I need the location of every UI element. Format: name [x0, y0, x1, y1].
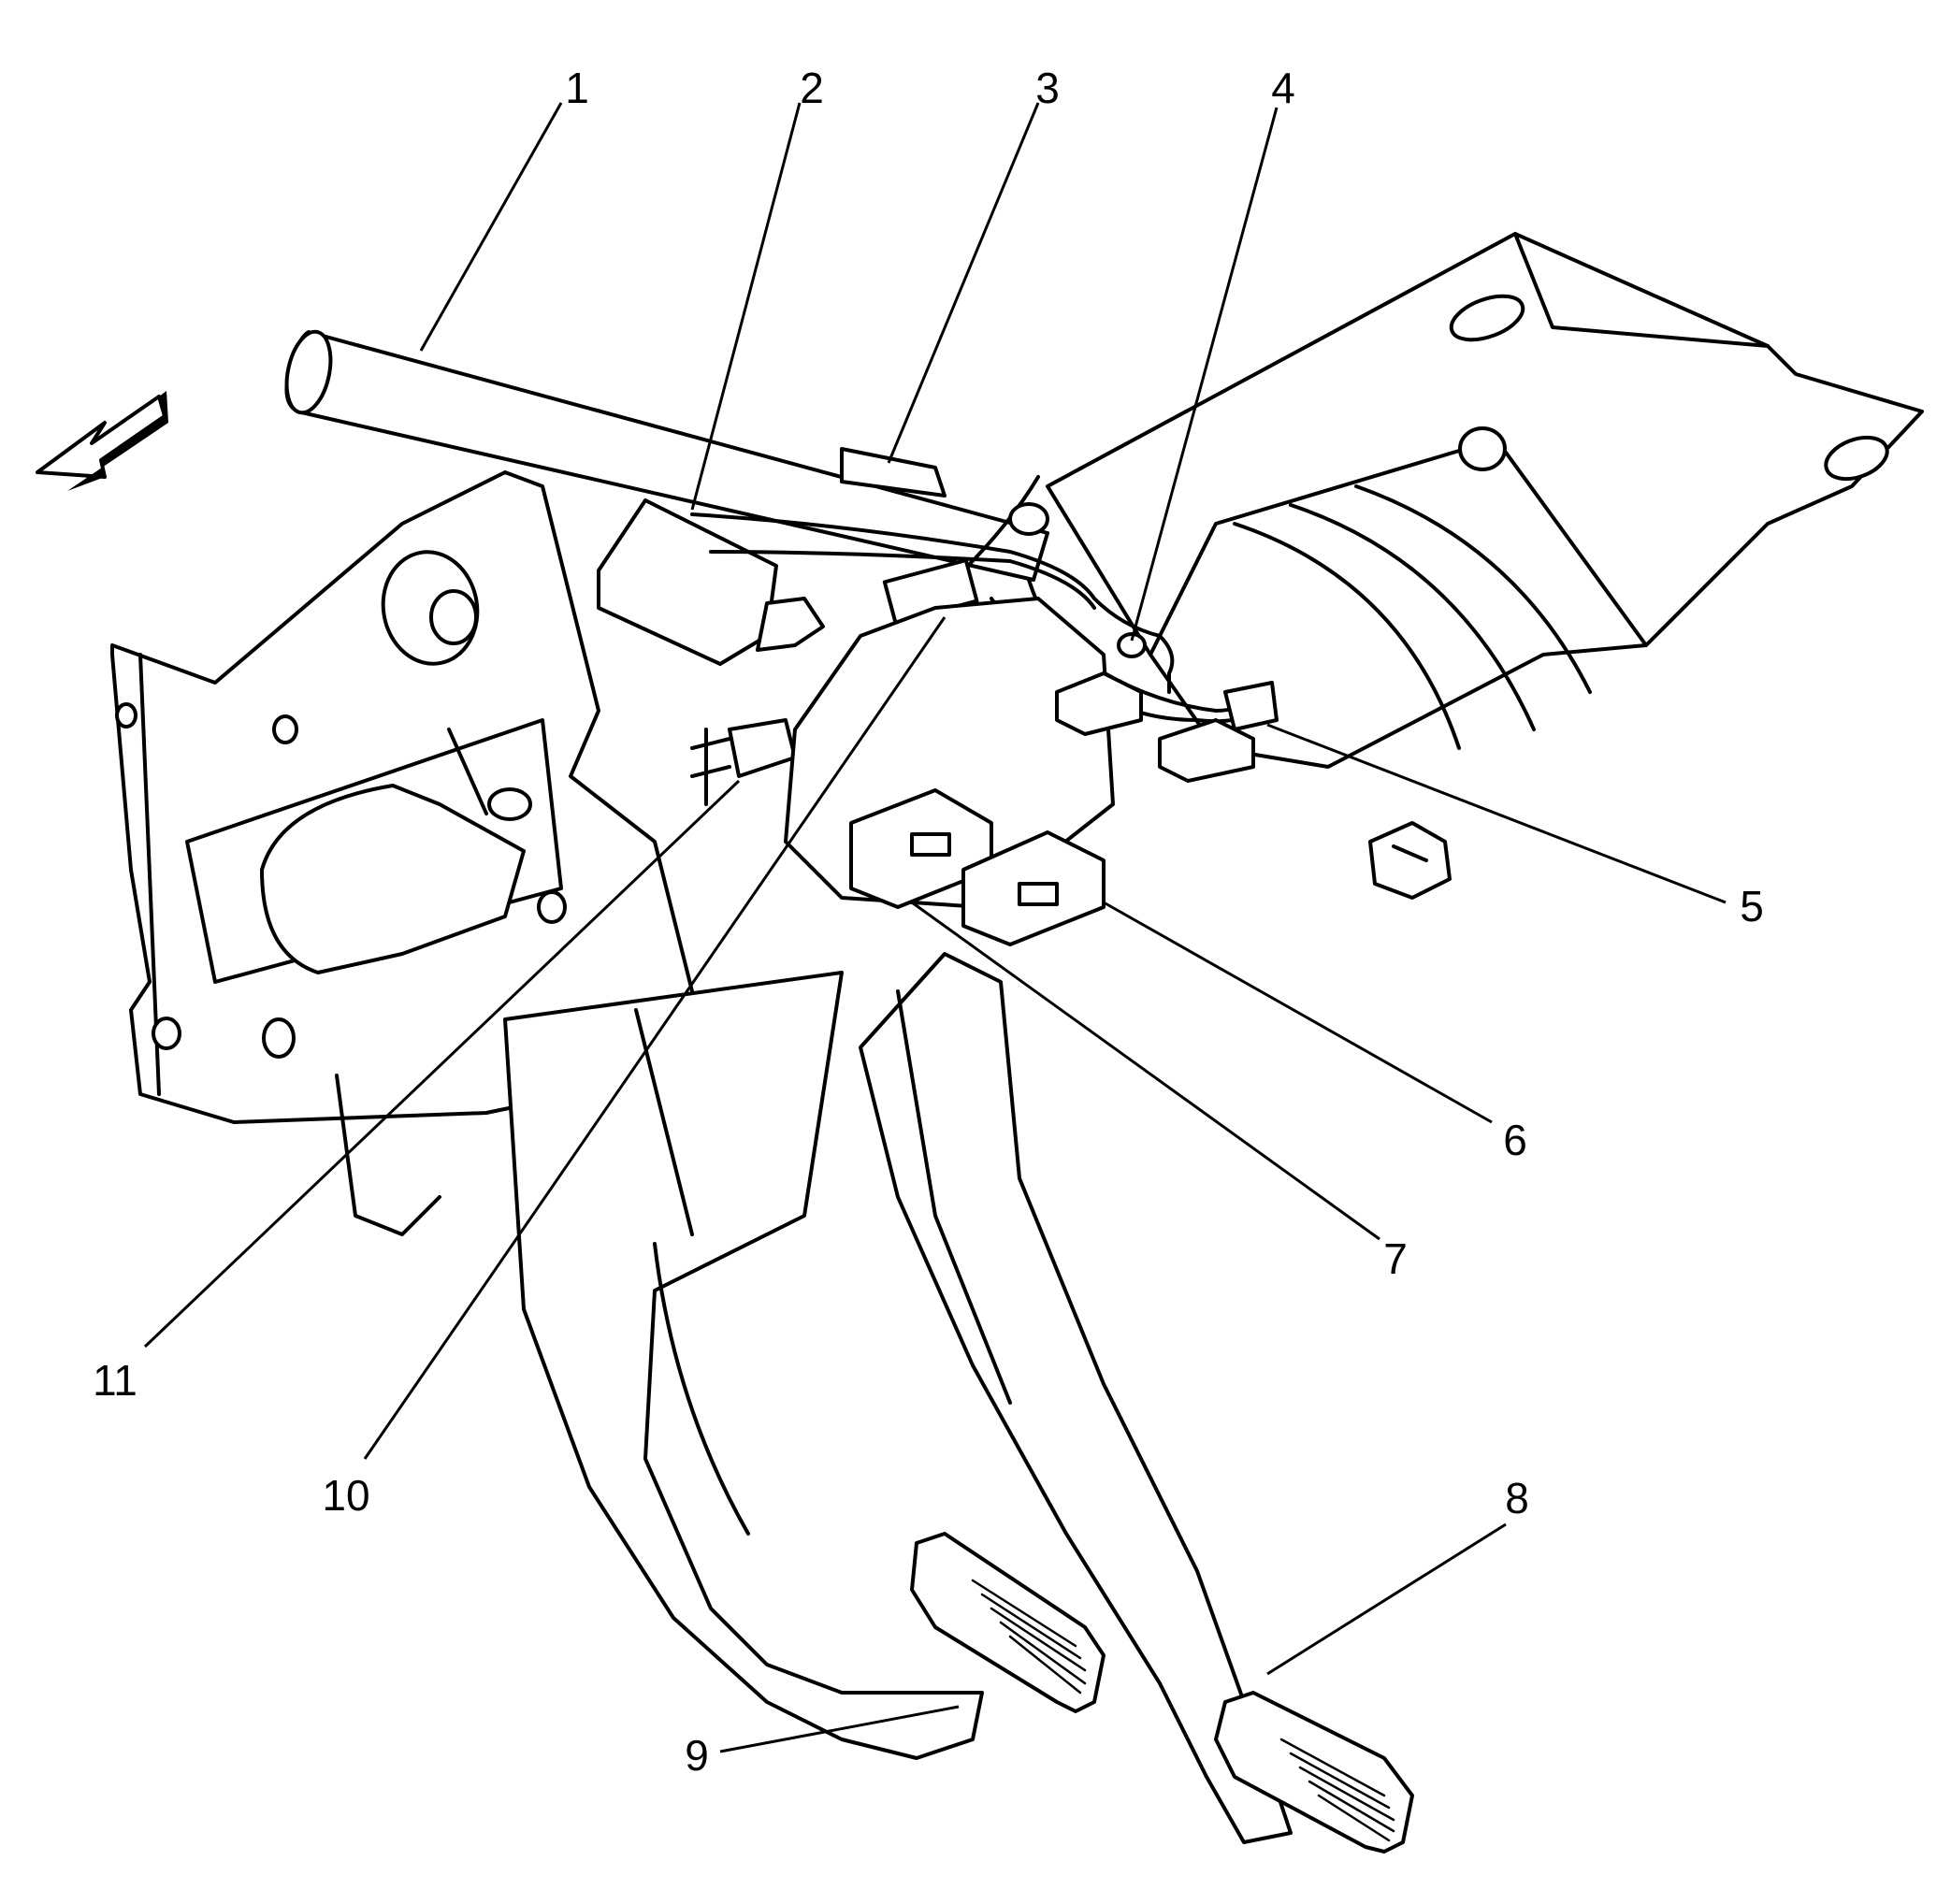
leader-lines	[143, 102, 1727, 1753]
callout-3: 3	[1035, 64, 1060, 112]
callout-11: 11	[93, 1356, 137, 1405]
leader-9	[719, 1705, 960, 1753]
leader-5	[1266, 723, 1727, 904]
clutch-pedal-arm	[859, 952, 1293, 1844]
callout-numbers: 1 2 3 4 5 6 7 8 9 10 11	[93, 64, 1764, 1780]
leader-10	[363, 616, 947, 1460]
leader-3	[887, 102, 1040, 464]
direction-arrow-icon	[36, 391, 168, 491]
callout-5: 5	[1740, 882, 1764, 930]
steering-column-tube	[284, 329, 1049, 582]
callout-8: 8	[1505, 1474, 1529, 1522]
callout-9: 9	[685, 1731, 709, 1780]
leader-8	[1266, 1522, 1507, 1676]
callout-10: 10	[322, 1471, 369, 1520]
callout-4: 4	[1271, 64, 1295, 112]
connector-left	[690, 718, 797, 806]
left-mounting-plate	[110, 470, 713, 1236]
right-mounting-bracket	[1046, 232, 1924, 769]
leader-2	[690, 102, 802, 511]
callout-7: 7	[1383, 1234, 1408, 1283]
leader-7	[911, 901, 1380, 1241]
mounting-bolt	[1368, 821, 1452, 900]
callout-1: 1	[565, 64, 589, 112]
central-brackets	[784, 597, 1255, 946]
leader-11	[143, 779, 741, 1349]
brake-pedal-pad	[910, 1532, 1106, 1713]
leader-1	[419, 102, 563, 352]
pedal-position-switch	[597, 498, 825, 666]
callout-6: 6	[1503, 1116, 1527, 1164]
callout-2: 2	[800, 64, 824, 112]
brake-pedal-arm	[503, 971, 984, 1760]
leader-6	[1103, 901, 1493, 1124]
leader-4	[1130, 107, 1279, 642]
clutch-pedal-pad	[1214, 1691, 1414, 1854]
